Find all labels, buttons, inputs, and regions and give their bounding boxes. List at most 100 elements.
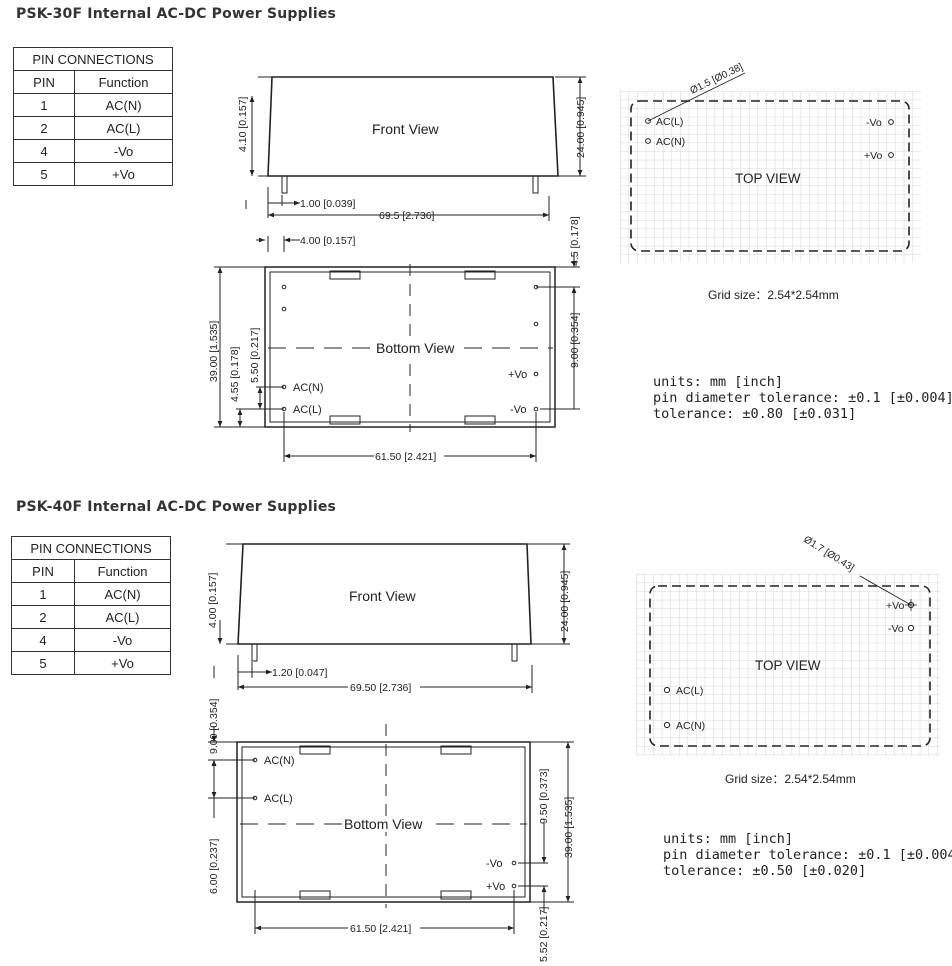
pin-function: AC(N) (74, 582, 171, 606)
dim-label: 4.5 [0.178] (569, 216, 581, 266)
pin-table-header-pin: PIN (11, 559, 75, 583)
pin-label: -Vo (510, 404, 527, 416)
pin-label: AC(N) (656, 136, 685, 148)
pin-label: AC(N) (264, 755, 295, 767)
note-tolerance: tolerance: ±0.80 [±0.031] (653, 406, 857, 422)
dim-label: 1.00 [0.039] (300, 198, 356, 210)
front-view-psk40f (213, 543, 570, 693)
front-pin-left (251, 643, 258, 662)
front-view-label: Front View (349, 588, 417, 604)
table-row: 4-Vo (13, 139, 173, 163)
pin-label: AC(L) (656, 116, 683, 128)
pin-hole (663, 721, 671, 729)
dim-label: 4.10 [0.157] (237, 96, 249, 152)
note-pin-tolerance: pin diameter tolerance: ±0.1 [±0.004] (663, 847, 952, 863)
notes-psk30f: units: mm [inch]pin diameter tolerance: … (653, 374, 952, 422)
bottom-view-inner (241, 746, 526, 898)
bottom-view-label: Bottom View (376, 340, 455, 356)
dim-label: 61.50 [2.421] (350, 923, 411, 935)
pin-label: -Vo (866, 117, 882, 129)
pin-function: AC(N) (74, 93, 173, 117)
dim-label: 24.00 [0.945] (575, 97, 587, 158)
pin-function: -Vo (74, 139, 173, 163)
pin-hole (511, 883, 517, 889)
front-pin-right (532, 175, 539, 194)
pin-function: +Vo (74, 651, 171, 675)
pin-hole (907, 624, 915, 632)
dim-label: 69.50 [2.736] (350, 682, 411, 694)
dim-label: 5.52 [0.217] (538, 906, 550, 962)
pin-hole (533, 406, 539, 412)
dim-label: 6.00 [0.237] (208, 838, 220, 894)
pin-label: AC(L) (264, 793, 293, 805)
dim-label: 9.00 [0.354] (569, 312, 581, 368)
pin-function: +Vo (74, 162, 173, 186)
pin-hole (533, 321, 539, 327)
front-pin-left (281, 175, 288, 194)
top-view-label: TOP VIEW (735, 171, 801, 186)
dim-label: 24.00 [0.945] (559, 571, 571, 632)
front-pin-right (511, 643, 518, 662)
pin-hole (281, 284, 287, 290)
pin-label: AC(N) (676, 720, 705, 732)
note-units: units: mm [inch] (653, 374, 784, 390)
notes-psk40f: units: mm [inch]pin diameter tolerance: … (663, 831, 952, 879)
top-view-grid (620, 91, 921, 263)
dim-label: 61.50 [2.421] (375, 451, 436, 463)
front-view-label: Front View (372, 121, 440, 137)
grid-size-caption-psk30f: Grid size：2.54*2.54mm (708, 288, 839, 302)
dim-label: 4.00 [0.157] (207, 572, 219, 628)
pin-function: AC(L) (74, 116, 173, 140)
pin-label: AC(N) (293, 382, 324, 394)
note-tolerance: tolerance: ±0.50 [±0.020] (663, 863, 867, 879)
pin-hole (888, 152, 894, 158)
dim-label: 9.00 [0.354] (208, 698, 220, 754)
top-view-label: TOP VIEW (755, 658, 821, 673)
top-view-outline (649, 585, 931, 747)
pin-label: -Vo (888, 623, 904, 635)
pin-label: +Vo (486, 881, 505, 893)
bottom-view-outer (236, 741, 531, 903)
pin-label: +Vo (508, 369, 527, 381)
pin-table-caption: PIN CONNECTIONS (13, 47, 173, 71)
pin-hole (511, 860, 517, 866)
pin-table-header-function: Function (74, 70, 173, 94)
pin-label: +Vo (886, 600, 905, 612)
bottom-view-label: Bottom View (344, 816, 423, 832)
bottom-view-psk30f (214, 236, 580, 462)
dim-label: 4.00 [0.157] (300, 235, 356, 247)
table-row: 5+Vo (13, 162, 173, 186)
top-view-outline (630, 100, 910, 252)
front-view-psk30f (245, 76, 586, 221)
dim-label: 4.55 [0.178] (229, 346, 241, 402)
table-row: 5+Vo (11, 651, 171, 675)
pin-hole (888, 119, 894, 125)
pin-number: 4 (11, 628, 75, 652)
dim-label: 1.20 [0.047] (272, 667, 328, 679)
pin-table-caption: PIN CONNECTIONS (11, 536, 171, 560)
top-view-grid (636, 574, 940, 756)
pin-hole (645, 138, 651, 144)
dim-label: 9.50 [0.373] (538, 768, 550, 824)
pin-table-header-function: Function (74, 559, 171, 583)
pin-hole (663, 686, 671, 694)
section-title-psk30f: PSK-30F Internal AC-DC Power Supplies (16, 6, 337, 22)
pin-diameter-label: Ø1.7 [Ø0.43] (801, 534, 856, 574)
dim-label: 5.50 [0.217] (249, 327, 261, 383)
table-row: 4-Vo (11, 628, 171, 652)
dim-label: 69.5 [2.736] (379, 210, 435, 222)
pin-label: AC(L) (676, 685, 703, 697)
pin-number: 2 (13, 116, 75, 140)
pin-label: -Vo (486, 858, 503, 870)
pin-function: AC(L) (74, 605, 171, 629)
pin-hole (533, 371, 539, 377)
pin-function: -Vo (74, 628, 171, 652)
section-title-psk40f: PSK-40F Internal AC-DC Power Supplies (16, 499, 337, 515)
grid-size-caption-psk40f: Grid size：2.54*2.54mm (725, 772, 856, 786)
dim-label: 39.00 [1.535] (563, 797, 575, 858)
